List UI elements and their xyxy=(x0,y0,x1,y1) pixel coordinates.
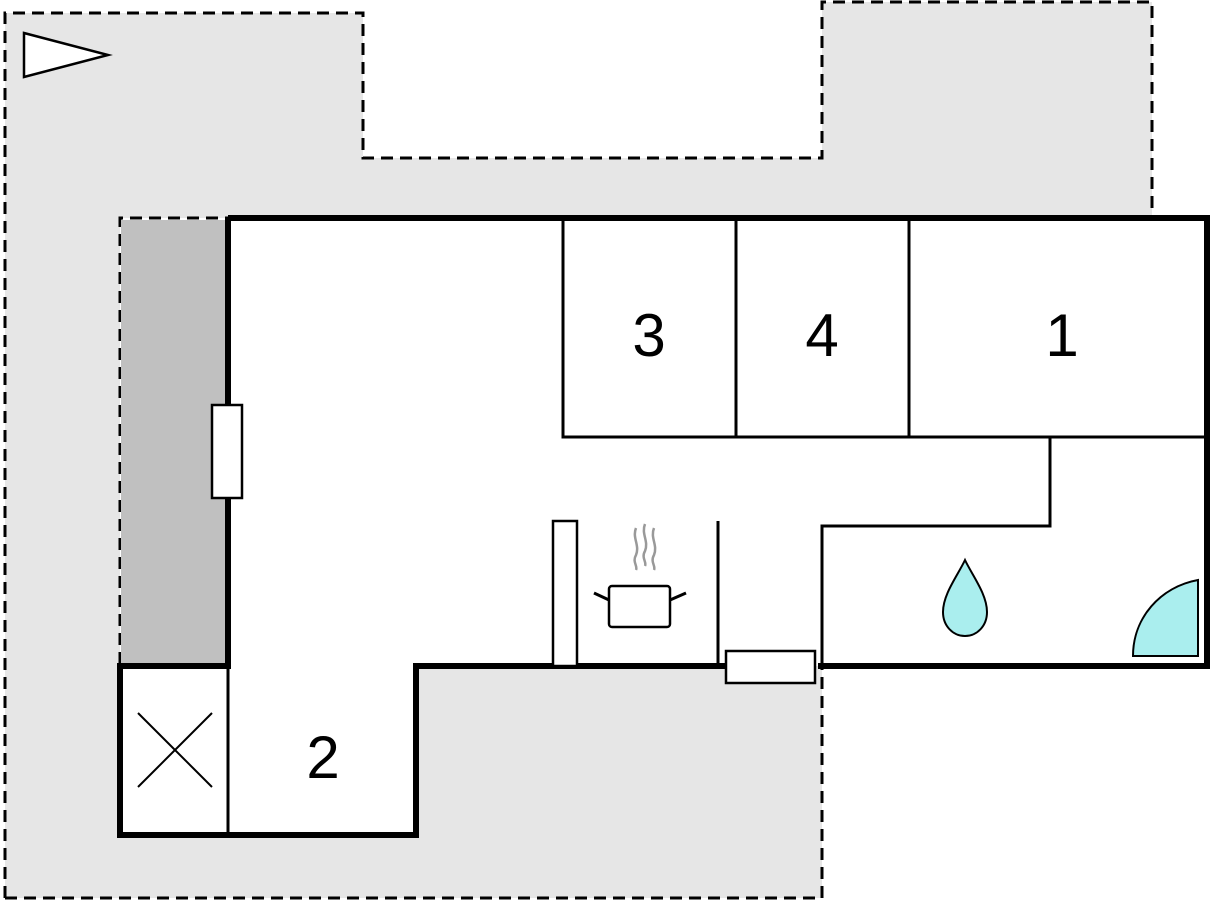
terrace-outline-bottom xyxy=(5,664,824,900)
covered-area-outline xyxy=(118,216,228,664)
terrace-top-right-block xyxy=(822,2,1152,218)
terrace-outline xyxy=(3,0,1154,898)
room-label-4: 4 xyxy=(805,302,838,369)
orientation-flag-icon xyxy=(22,31,113,79)
kitchen-counter xyxy=(551,519,579,668)
window-south xyxy=(724,649,817,685)
room-label-3: 3 xyxy=(632,302,665,369)
room-label-2: 2 xyxy=(306,724,339,791)
covered-area xyxy=(121,220,227,664)
water-drop-icon xyxy=(941,557,989,638)
storage-x-icon xyxy=(137,712,213,788)
window-west xyxy=(210,403,244,500)
kitchen-pot-icon xyxy=(593,523,687,629)
interior-walls xyxy=(226,218,1207,835)
annex-interior xyxy=(120,666,416,835)
shower-icon xyxy=(1131,578,1199,657)
room-label-1: 1 xyxy=(1045,302,1078,369)
